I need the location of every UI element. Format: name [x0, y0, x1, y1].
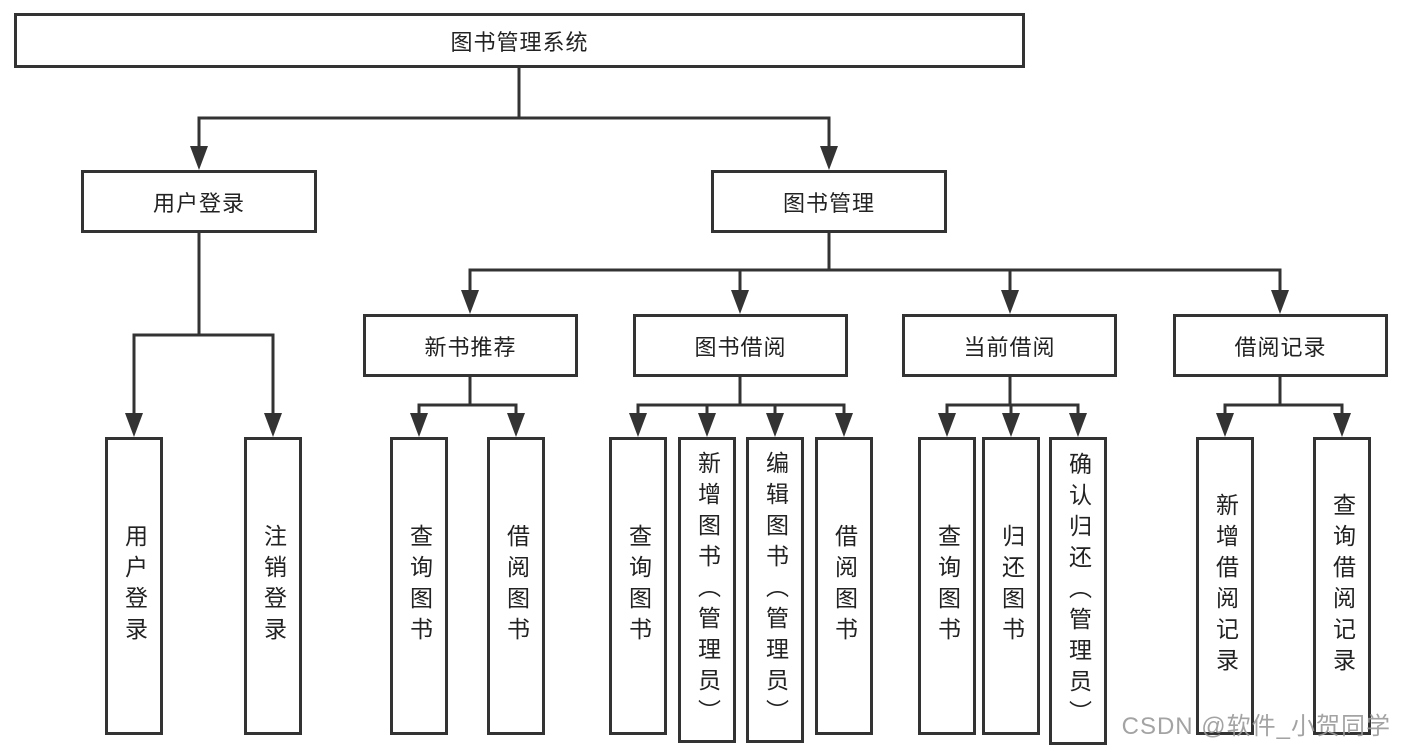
leaf-borrowing-edit-book-admin: 编辑图书（管理员） [746, 437, 804, 743]
node-book-management: 图书管理 [711, 170, 947, 233]
leaf-borrowing-borrow-books: 借阅图书 [815, 437, 873, 735]
node-book-borrowing: 图书借阅 [633, 314, 848, 377]
leaf-records-query-record: 查询借阅记录 [1313, 437, 1371, 735]
connector-group [132, 68, 1344, 421]
node-borrowing-records: 借阅记录 [1173, 314, 1388, 377]
node-current-borrowing: 当前借阅 [902, 314, 1117, 377]
leaf-user-login: 用户登录 [105, 437, 163, 735]
leaf-current-query-books: 查询图书 [918, 437, 976, 735]
node-new-book-recommend: 新书推荐 [363, 314, 578, 377]
leaf-current-confirm-return-admin: 确认归还（管理员） [1049, 437, 1107, 745]
leaf-recommend-borrow-books: 借阅图书 [487, 437, 545, 735]
leaf-records-add-record: 新增借阅记录 [1196, 437, 1254, 735]
leaf-current-return-books: 归还图书 [982, 437, 1040, 735]
arrow-down-icons [125, 146, 1351, 437]
csdn-watermark: CSDN @软件_小贺同学 [1121, 713, 1391, 740]
leaf-recommend-query-books: 查询图书 [390, 437, 448, 735]
leaf-borrowing-query-books: 查询图书 [609, 437, 667, 735]
leaf-logout-login: 注销登录 [244, 437, 302, 735]
node-user-login: 用户登录 [81, 170, 317, 233]
leaf-borrowing-add-book-admin: 新增图书（管理员） [678, 437, 736, 743]
node-root-library-system: 图书管理系统 [14, 13, 1025, 68]
